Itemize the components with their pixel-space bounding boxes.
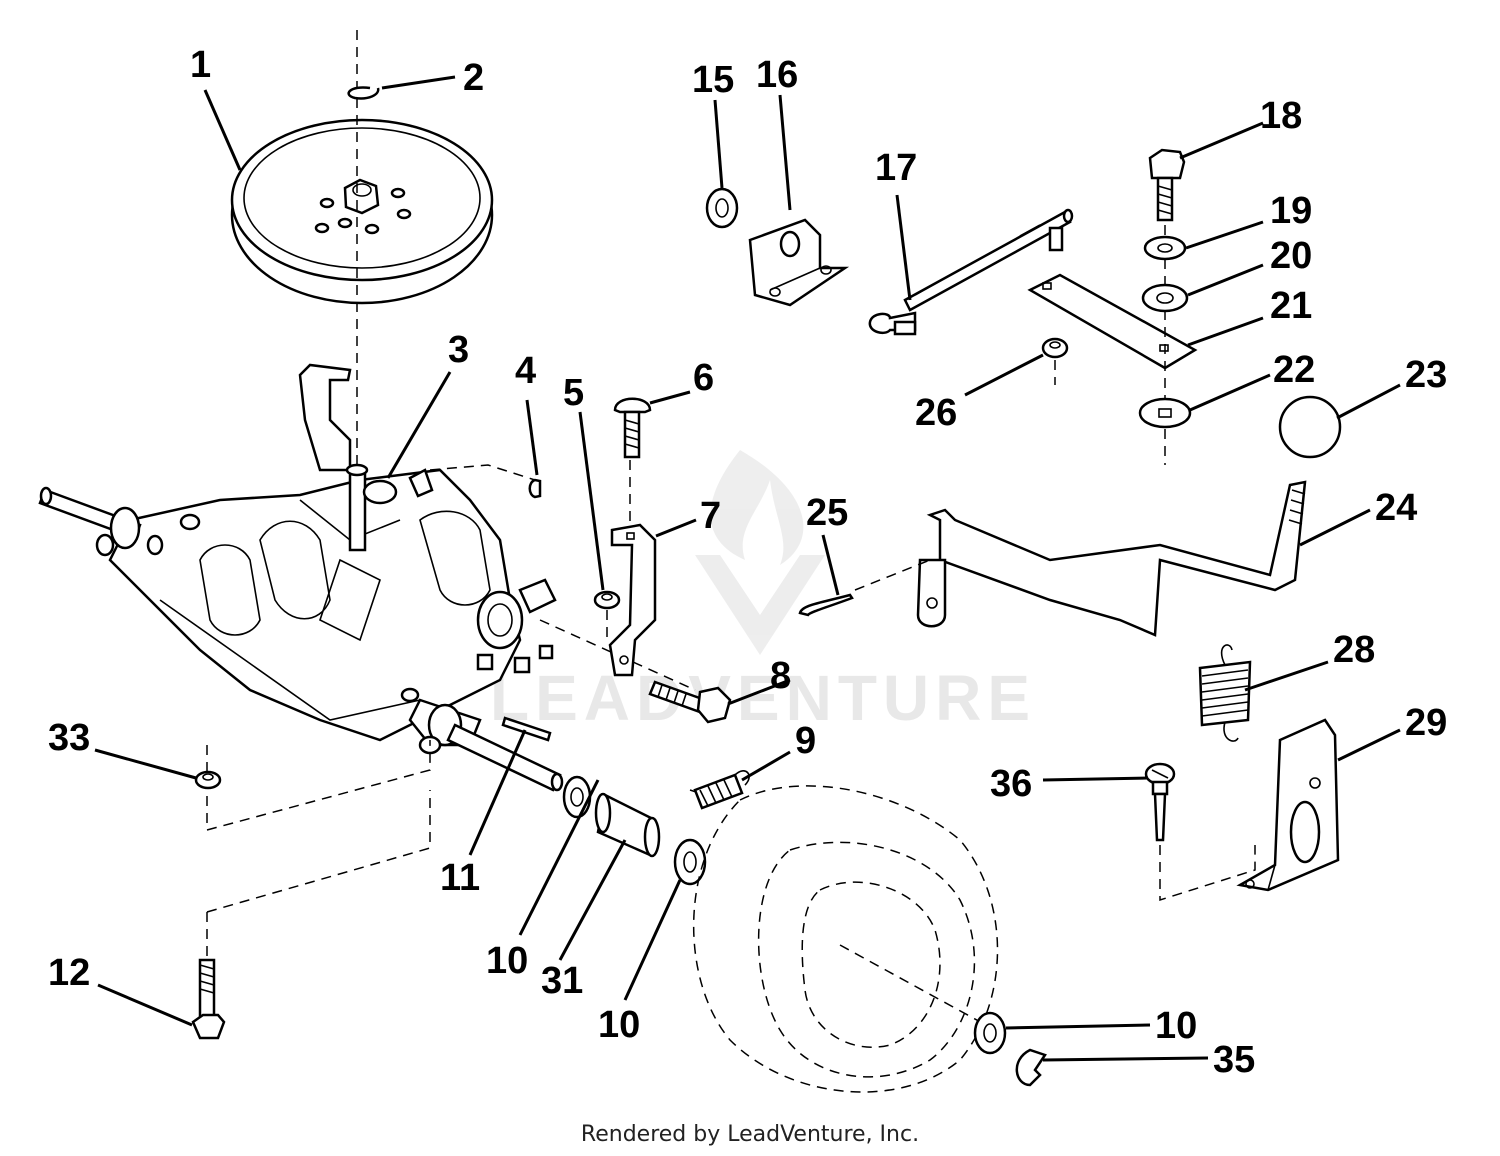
pulley [230, 118, 494, 305]
spacer [594, 792, 661, 858]
washer [1141, 283, 1189, 313]
angle-bracket [748, 218, 850, 307]
washer [562, 775, 592, 819]
callout-25: 25 [806, 492, 848, 534]
callout-19: 19 [1270, 190, 1312, 232]
callout-35: 35 [1213, 1039, 1255, 1081]
callout-18: 18 [1260, 95, 1302, 137]
mount-dash-line [854, 559, 931, 591]
callout-17: 17 [875, 147, 917, 189]
spring-small [693, 770, 750, 810]
axle-shaft [446, 716, 564, 792]
lock-washer [1143, 235, 1187, 261]
watermark-logo [695, 450, 825, 655]
mount-dash-line [429, 464, 536, 481]
spring [1198, 644, 1252, 742]
callout-10: 10 [598, 1004, 640, 1046]
callout-3: 3 [448, 329, 469, 371]
hex-bolt [1148, 148, 1186, 222]
watermark-text: LEADVENTURE [490, 662, 1036, 734]
mount-dash-line [206, 740, 431, 831]
callout-11: 11 [440, 857, 480, 899]
transaxle [38, 363, 557, 755]
callout-15: 15 [692, 59, 734, 101]
callout-20: 20 [1270, 235, 1312, 277]
spring-bracket [1236, 718, 1340, 892]
callout-31: 31 [541, 960, 583, 1002]
hex-bolt [648, 680, 732, 724]
callout-5: 5 [563, 372, 584, 414]
mount-dash-line [1159, 845, 1256, 902]
callout-1: 1 [190, 44, 211, 86]
callout-9: 9 [795, 720, 816, 762]
credit-footer: Rendered by LeadVenture, Inc. [580, 1122, 920, 1147]
adjust-rod [868, 208, 1074, 336]
callout-16: 16 [756, 54, 798, 96]
nut [1041, 337, 1069, 359]
nut [194, 770, 222, 790]
callout-8: 8 [770, 655, 791, 697]
e-ring [347, 86, 380, 100]
washer [673, 838, 707, 886]
mount-dash-line [206, 790, 431, 913]
shift-lever [916, 480, 1307, 637]
wheel-outline [692, 785, 999, 1093]
e-clip [1015, 1048, 1047, 1087]
washer [973, 1011, 1007, 1055]
callout-7: 7 [700, 495, 721, 537]
callout-22: 22 [1273, 349, 1315, 391]
bracket [608, 523, 657, 677]
leader-lines [94, 75, 1401, 1062]
callout-29: 29 [1405, 702, 1447, 744]
square-washer [1138, 397, 1192, 429]
callout-33: 33 [48, 717, 90, 759]
washer [705, 187, 739, 229]
carriage-bolt [613, 397, 652, 459]
callout-10: 10 [1155, 1005, 1197, 1047]
callout-4: 4 [515, 350, 536, 392]
lever-plate [1027, 273, 1198, 370]
callout-21: 21 [1270, 285, 1312, 327]
callout-36: 36 [990, 763, 1032, 805]
callout-6: 6 [693, 357, 714, 399]
callout-10: 10 [486, 940, 528, 982]
callout-12: 12 [48, 952, 90, 994]
callout-28: 28 [1333, 629, 1375, 671]
knob [1278, 395, 1342, 459]
callout-23: 23 [1405, 354, 1447, 396]
callout-26: 26 [915, 392, 957, 434]
key [528, 478, 542, 499]
cotter-pin [798, 593, 854, 617]
callout-2: 2 [463, 57, 484, 99]
callouts: 1 2 3 4 5 6 7 8 9 11 10 31 10 12 33 15 1… [48, 44, 1447, 1081]
callout-24: 24 [1375, 487, 1417, 529]
screw [1144, 762, 1176, 842]
bolt [191, 958, 226, 1040]
nut [593, 590, 621, 610]
